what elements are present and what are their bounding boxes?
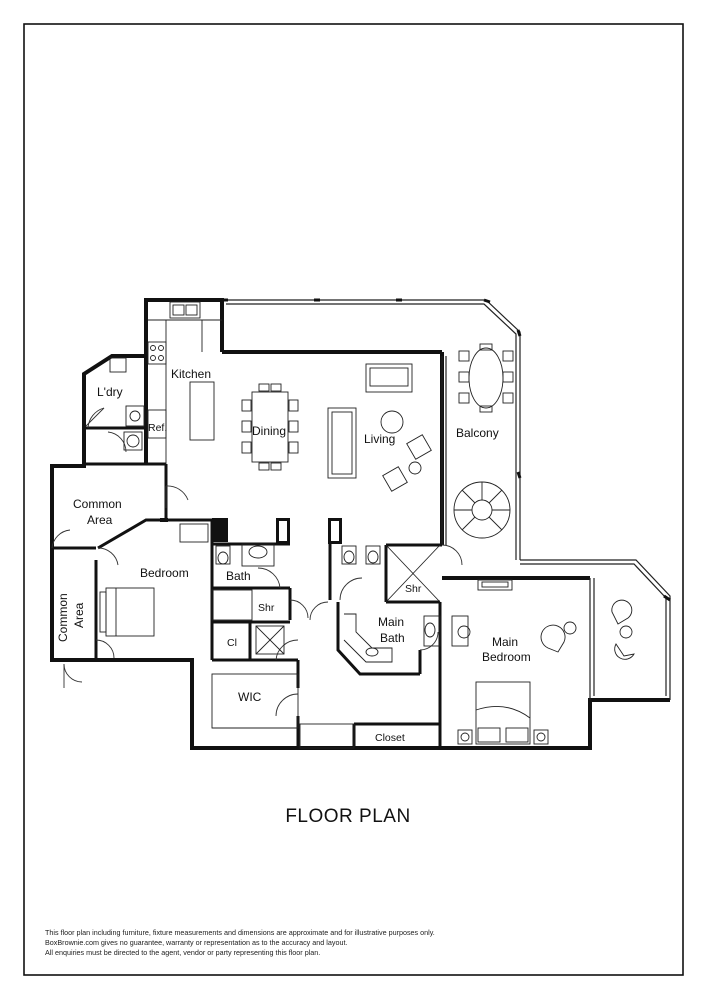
glazing-ticks [222, 298, 671, 602]
disclaimer-line-1: This floor plan including furniture, fix… [45, 928, 435, 937]
disclaimer: This floor plan including furniture, fix… [45, 928, 665, 958]
label-balcony: Balcony [456, 426, 499, 440]
label-laundry: L'dry [97, 385, 123, 399]
label-main-bath-line2: Bath [380, 631, 405, 645]
room-labels: Kitchen L'dry Ref. Dining Living Balcony… [56, 367, 531, 744]
laundry-fixtures [109, 357, 145, 451]
label-common-area-2-line2: Area [72, 602, 86, 628]
dining-set [241, 383, 299, 471]
main-bath-fixtures [341, 544, 441, 663]
wall-stub-inner-2 [331, 521, 339, 541]
balcony-furniture [453, 343, 635, 660]
label-kitchen: Kitchen [171, 367, 211, 381]
living-set [327, 363, 432, 492]
label-wic: WIC [238, 690, 262, 704]
label-main-bath-line1: Main [378, 615, 404, 629]
label-living: Living [364, 432, 395, 446]
wall-stub-inner-1 [279, 521, 287, 541]
plan-title: FLOOR PLAN [285, 806, 410, 827]
label-common-area-1-line1: Common [73, 497, 122, 511]
label-shower-1: Shr [258, 602, 275, 614]
wall-stubs [160, 518, 342, 544]
disclaimer-line-2: BoxBrownie.com gives no guarantee, warra… [45, 938, 348, 947]
label-common-area-2-line1: Common [56, 593, 70, 642]
label-main-bedroom-line1: Main [492, 635, 518, 649]
disclaimer-line-3: All enquiries must be directed to the ag… [45, 948, 321, 957]
page-border [23, 23, 684, 976]
label-shower-2: Shr [405, 583, 422, 595]
balcony-outline [222, 299, 671, 700]
bedroom-bath-fixtures [99, 523, 355, 749]
label-closet: Closet [375, 732, 405, 744]
label-common-area-1-line2: Area [87, 513, 113, 527]
label-main-bedroom-line2: Bedroom [482, 650, 531, 664]
label-bath: Bath [226, 569, 251, 583]
main-bedroom-fixtures [451, 579, 577, 745]
label-dining: Dining [252, 424, 286, 438]
label-bedroom: Bedroom [140, 566, 189, 580]
doors [51, 407, 463, 717]
kitchen-fixtures [147, 301, 222, 464]
label-closet-small: Cl [227, 637, 237, 649]
label-refrigerator: Ref. [148, 422, 167, 434]
